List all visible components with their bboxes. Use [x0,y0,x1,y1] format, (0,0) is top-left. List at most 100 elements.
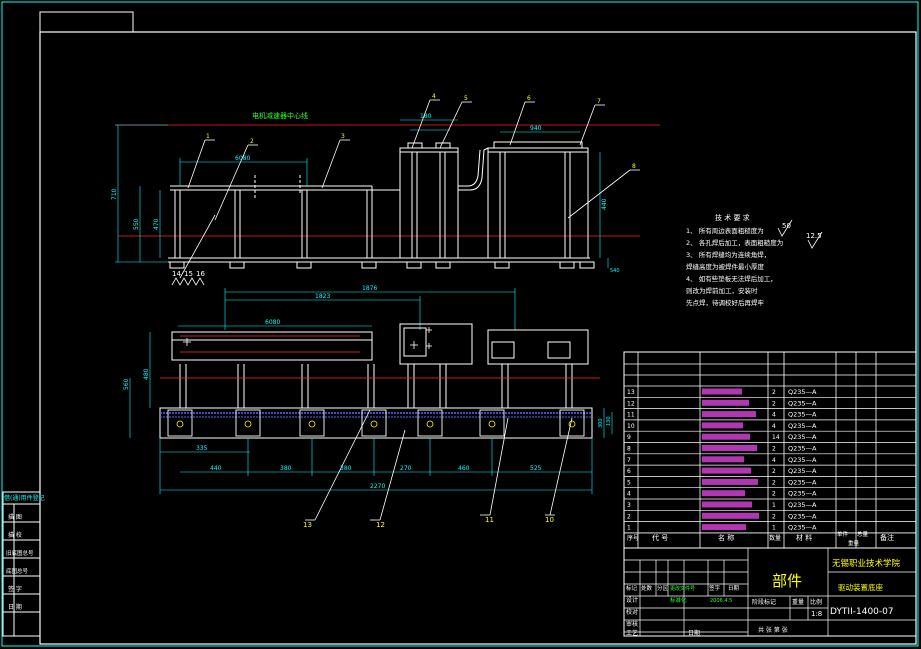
left-block-label-5: 签 字 [8,585,22,593]
tech-req-line-4: 焊缝高度为被焊件最小厚度 [686,262,765,271]
bom-row-material: Q235—A [788,422,817,430]
bom-row-no: 6 [627,468,631,475]
bom-row-qty: 14 [772,434,780,441]
plan-dim-525: 525 [530,465,542,472]
bom-header-remarks: 备注 [880,533,894,542]
plan-dim-1823: 1823 [315,293,330,300]
bom-header-code: 代 号 [652,533,668,542]
front-dim-1: 6080 [235,155,250,162]
bom-header-material: 材 料 [796,533,812,542]
row-review: 审核 [626,620,638,628]
tech-req-line-3: 3、 所有焊缝均为连续角焊， [686,250,770,259]
bom-row-material: Q235—A [788,445,817,453]
bom-row-name-text [702,422,743,429]
ratio-label: 比例 [810,598,822,606]
bom-row-qty: 1 [772,525,776,532]
balloon-8: 8 [632,163,636,170]
drawing-name: 驱动装置底座 [838,582,883,592]
left-block-label-4: 底图总号 [6,567,29,575]
bom-row-material: Q235—A [788,524,817,532]
plan-dim-2270: 2270 [370,483,385,490]
bom-row-no: 12 [627,400,635,407]
bom-row-name-text [702,501,752,508]
sig-col-mark: 标记 [626,584,638,592]
bom-row-material: Q235—A [788,433,817,441]
left-block-label-1: 描 图 [8,513,22,521]
bom-row-material: Q235—A [788,490,817,498]
bom-row-no: 11 [627,412,635,419]
bom-row-qty: 2 [772,400,776,407]
tech-req-title: 技 术 要 求 [715,213,750,222]
bom-row-qty: 2 [772,389,776,396]
bom-row-no: 10 [627,423,635,430]
bom-row-no: 8 [627,446,631,453]
plan-dim-380a: 380 [280,465,292,472]
front-dim-7: 440 [601,198,608,210]
sig-col-zone: 分区 [657,584,669,592]
left-block-label-2: 描 校 [8,531,22,539]
bom-row-name-text [702,478,758,485]
sig-col-change: 更改文件号 [670,585,695,592]
front-view: 电机减速器中心线 [111,93,660,286]
bom-row-material: Q235—A [788,411,817,419]
left-block-top-label: 借(通)用件登记 [4,494,45,502]
bom-row-name-text [702,445,757,451]
stage-label: 阶段标记 [752,598,776,606]
roughness-value-1: 50 [782,222,791,230]
plan-dim-460: 460 [458,465,470,472]
bom-row-name-text [702,456,744,463]
bom-row-material: Q235—A [788,388,817,396]
bom-header-no: 序号 [627,534,639,542]
bom-row-material: Q235—A [788,478,817,486]
bom-header-weight: 重量 [848,539,860,547]
bom-row-qty: 2 [772,468,776,475]
plan-dim-6080: 6080 [265,319,280,326]
part-type: 部件 [772,572,802,590]
roughness-symbol-1 [777,219,793,237]
plan-dim-440: 440 [210,465,222,472]
balloon-11: 11 [485,516,494,524]
bom-row-no: 2 [627,513,631,520]
sig-col-count: 处数 [641,584,653,592]
balloon-10: 10 [545,516,554,524]
bom-row-name-text [702,399,749,406]
front-dim-4: 710 [111,188,118,200]
title-block: 标记 处数 分区 更改文件号 签字 日期 设计 标准化 2006.4.5 校对 … [623,547,917,637]
bom-header-qty: 数量 [769,534,781,542]
drawing-number: DYTII-1400-07 [830,607,894,617]
bom-row-no: 5 [627,479,631,486]
bom-row-material: Q235—A [788,456,817,464]
bom-header-total: 总量 [857,530,869,538]
bom-row-qty: 2 [772,513,776,520]
bom-header-unit: 单件 [837,530,849,538]
bom-row-qty: 1 [772,502,776,509]
sig-col-date: 日期 [728,585,740,592]
bom-row-name-text [702,433,750,440]
bom-row-material: Q235—A [788,467,817,475]
bom-row-qty: 4 [772,423,776,430]
bom-row-material: Q235—A [788,501,817,509]
corner-tab [39,11,134,33]
tech-req-line-1: 1、 所有周边表面粗糙度为 [686,226,764,235]
bom-row-name-text [702,467,751,474]
plan-view: 1876 1823 6080 [123,285,613,529]
bom-row-name-text [702,524,746,531]
bom-row-qty: 2 [772,446,776,453]
plan-dim-560: 560 [123,378,130,390]
bom-header-name: 名 称 [718,533,734,542]
bom-row-name-text [702,490,745,497]
bom-row-qty: 2 [772,491,776,498]
plan-dim-380b: 380 [340,465,352,472]
row-standard: 标准化 [670,596,687,604]
bom-row-material: Q235—A [788,399,817,407]
bom-row-no: 7 [627,457,631,464]
sheets-label: 共 张 第 张 [758,626,788,634]
weight-label: 重量 [792,598,804,606]
balloon-5: 5 [464,95,468,102]
front-dim-3: 940 [530,125,542,132]
left-block-label-6: 日 期 [8,603,22,611]
row-approve-date: 日期 [688,629,700,637]
front-dim-6: 470 [153,218,160,230]
bom-row-name-text [702,512,759,519]
